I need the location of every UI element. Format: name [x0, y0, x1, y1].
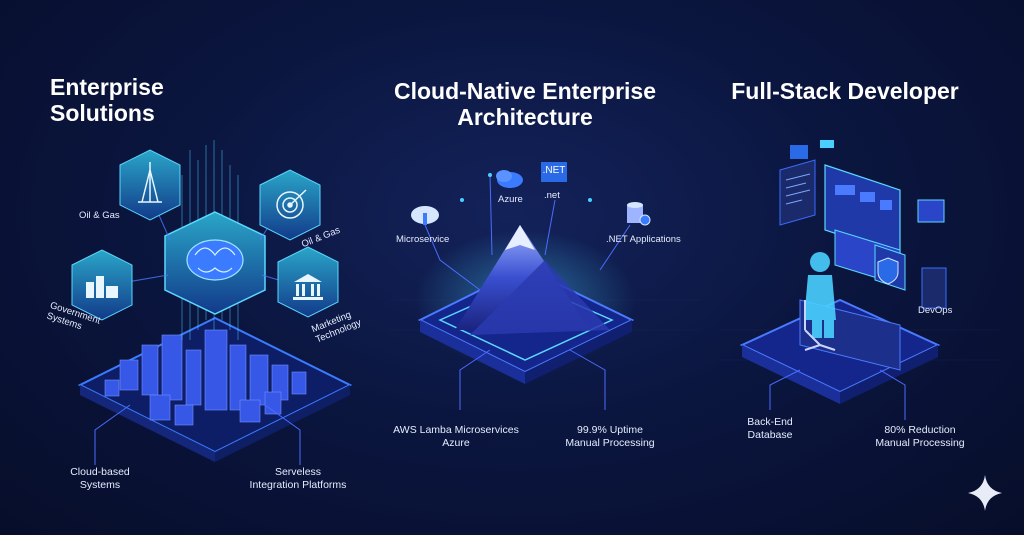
label-net-applications: .NET Applications [606, 234, 681, 245]
database-icon [627, 202, 643, 223]
dotnet-badge [541, 162, 567, 182]
label-devops: DevOps [918, 305, 953, 316]
sparkle-icon [968, 475, 1002, 511]
factory-icon [86, 276, 118, 298]
cube-oil-gas-right [259, 169, 321, 241]
cloud-icon [496, 170, 523, 188]
callouts [94, 404, 301, 465]
label-net-badge: .NET [542, 165, 566, 176]
title-full-stack: Full-Stack Developer [731, 78, 959, 104]
cube-marketing [277, 246, 339, 318]
label-microservice: Microservice [396, 234, 450, 245]
shield-icon [877, 257, 899, 285]
title-enterprise: Enterprise Solutions [50, 74, 164, 126]
label-net: .net [544, 190, 560, 201]
connector-dots [460, 173, 592, 202]
label-back-end: Back-End Database [747, 416, 793, 441]
brain-icon [186, 239, 244, 281]
label-aws-lambda: AWS Lamba Microservices Azure [393, 424, 519, 449]
cloud-connectors [424, 174, 631, 410]
label-oil-gas-left: Oil & Gas [79, 210, 120, 221]
label-uptime: 99.9% Uptime Manual Processing [565, 424, 655, 449]
panel-enterprise-art [71, 140, 353, 465]
cube-oil-gas-left [119, 149, 181, 221]
bank-icon [293, 274, 323, 300]
target-icon [276, 189, 307, 219]
dev-callouts [769, 369, 906, 420]
oil-rig-icon [138, 162, 162, 203]
panel-cloud-art [411, 162, 651, 410]
city-buildings [104, 329, 307, 426]
label-azure: Azure [498, 194, 523, 205]
cube-government [71, 249, 133, 321]
developer-figure [804, 252, 836, 338]
label-serveless: Serveless Integration Platforms [249, 466, 347, 491]
title-cloud-native: Cloud-Native Enterprise Architecture [394, 78, 656, 130]
label-reduction: 80% Reduction Manual Processing [875, 424, 965, 449]
label-cloud-based: Cloud-based Systems [70, 466, 130, 491]
panel-developer-art [739, 140, 947, 420]
gear-icon [639, 214, 651, 226]
code-screens [779, 140, 947, 309]
mountain [455, 225, 610, 335]
brain-cube [164, 211, 266, 315]
cloud-upload-icon [411, 206, 439, 225]
chair [804, 300, 836, 351]
